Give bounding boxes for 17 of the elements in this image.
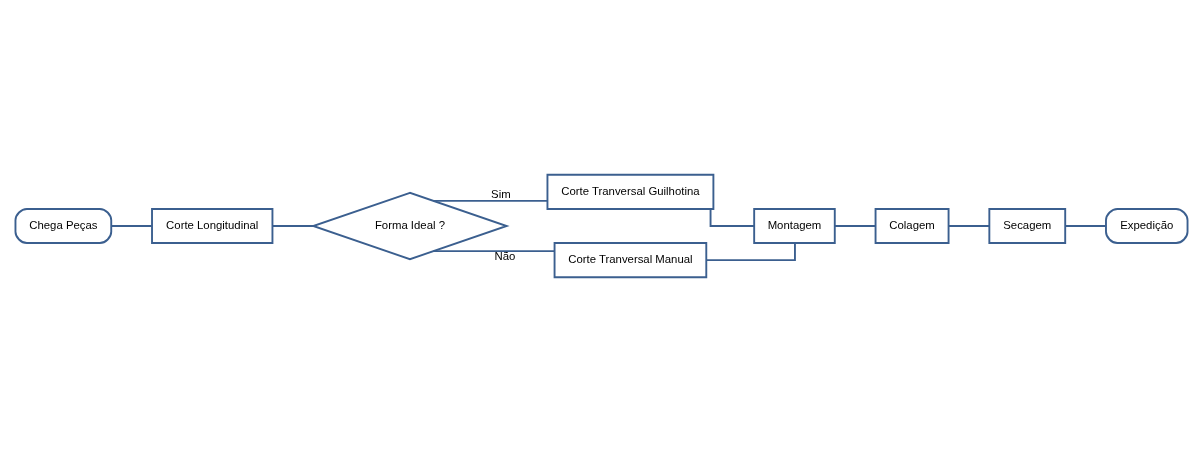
connector bbox=[110, 225, 153, 227]
connector bbox=[432, 199, 549, 202]
edge-label: Não bbox=[494, 250, 516, 263]
connector bbox=[947, 225, 991, 227]
node-box: Corte Longitudinal bbox=[151, 208, 274, 244]
node-box: Montagem bbox=[753, 208, 836, 244]
node-box: Chega Peças bbox=[14, 208, 113, 244]
node-box: Secagem bbox=[988, 208, 1067, 244]
node-box: Expedição bbox=[1105, 208, 1189, 244]
node-box: Colagem bbox=[874, 208, 950, 244]
node-box: Corte Tranversal Manual bbox=[553, 242, 708, 279]
connector bbox=[271, 225, 315, 227]
node-box: Corte Tranversal Guilhotina bbox=[546, 173, 715, 210]
connector bbox=[834, 225, 877, 227]
connector bbox=[1064, 225, 1107, 227]
edge-label: Sim bbox=[491, 187, 511, 200]
connector bbox=[432, 250, 556, 253]
